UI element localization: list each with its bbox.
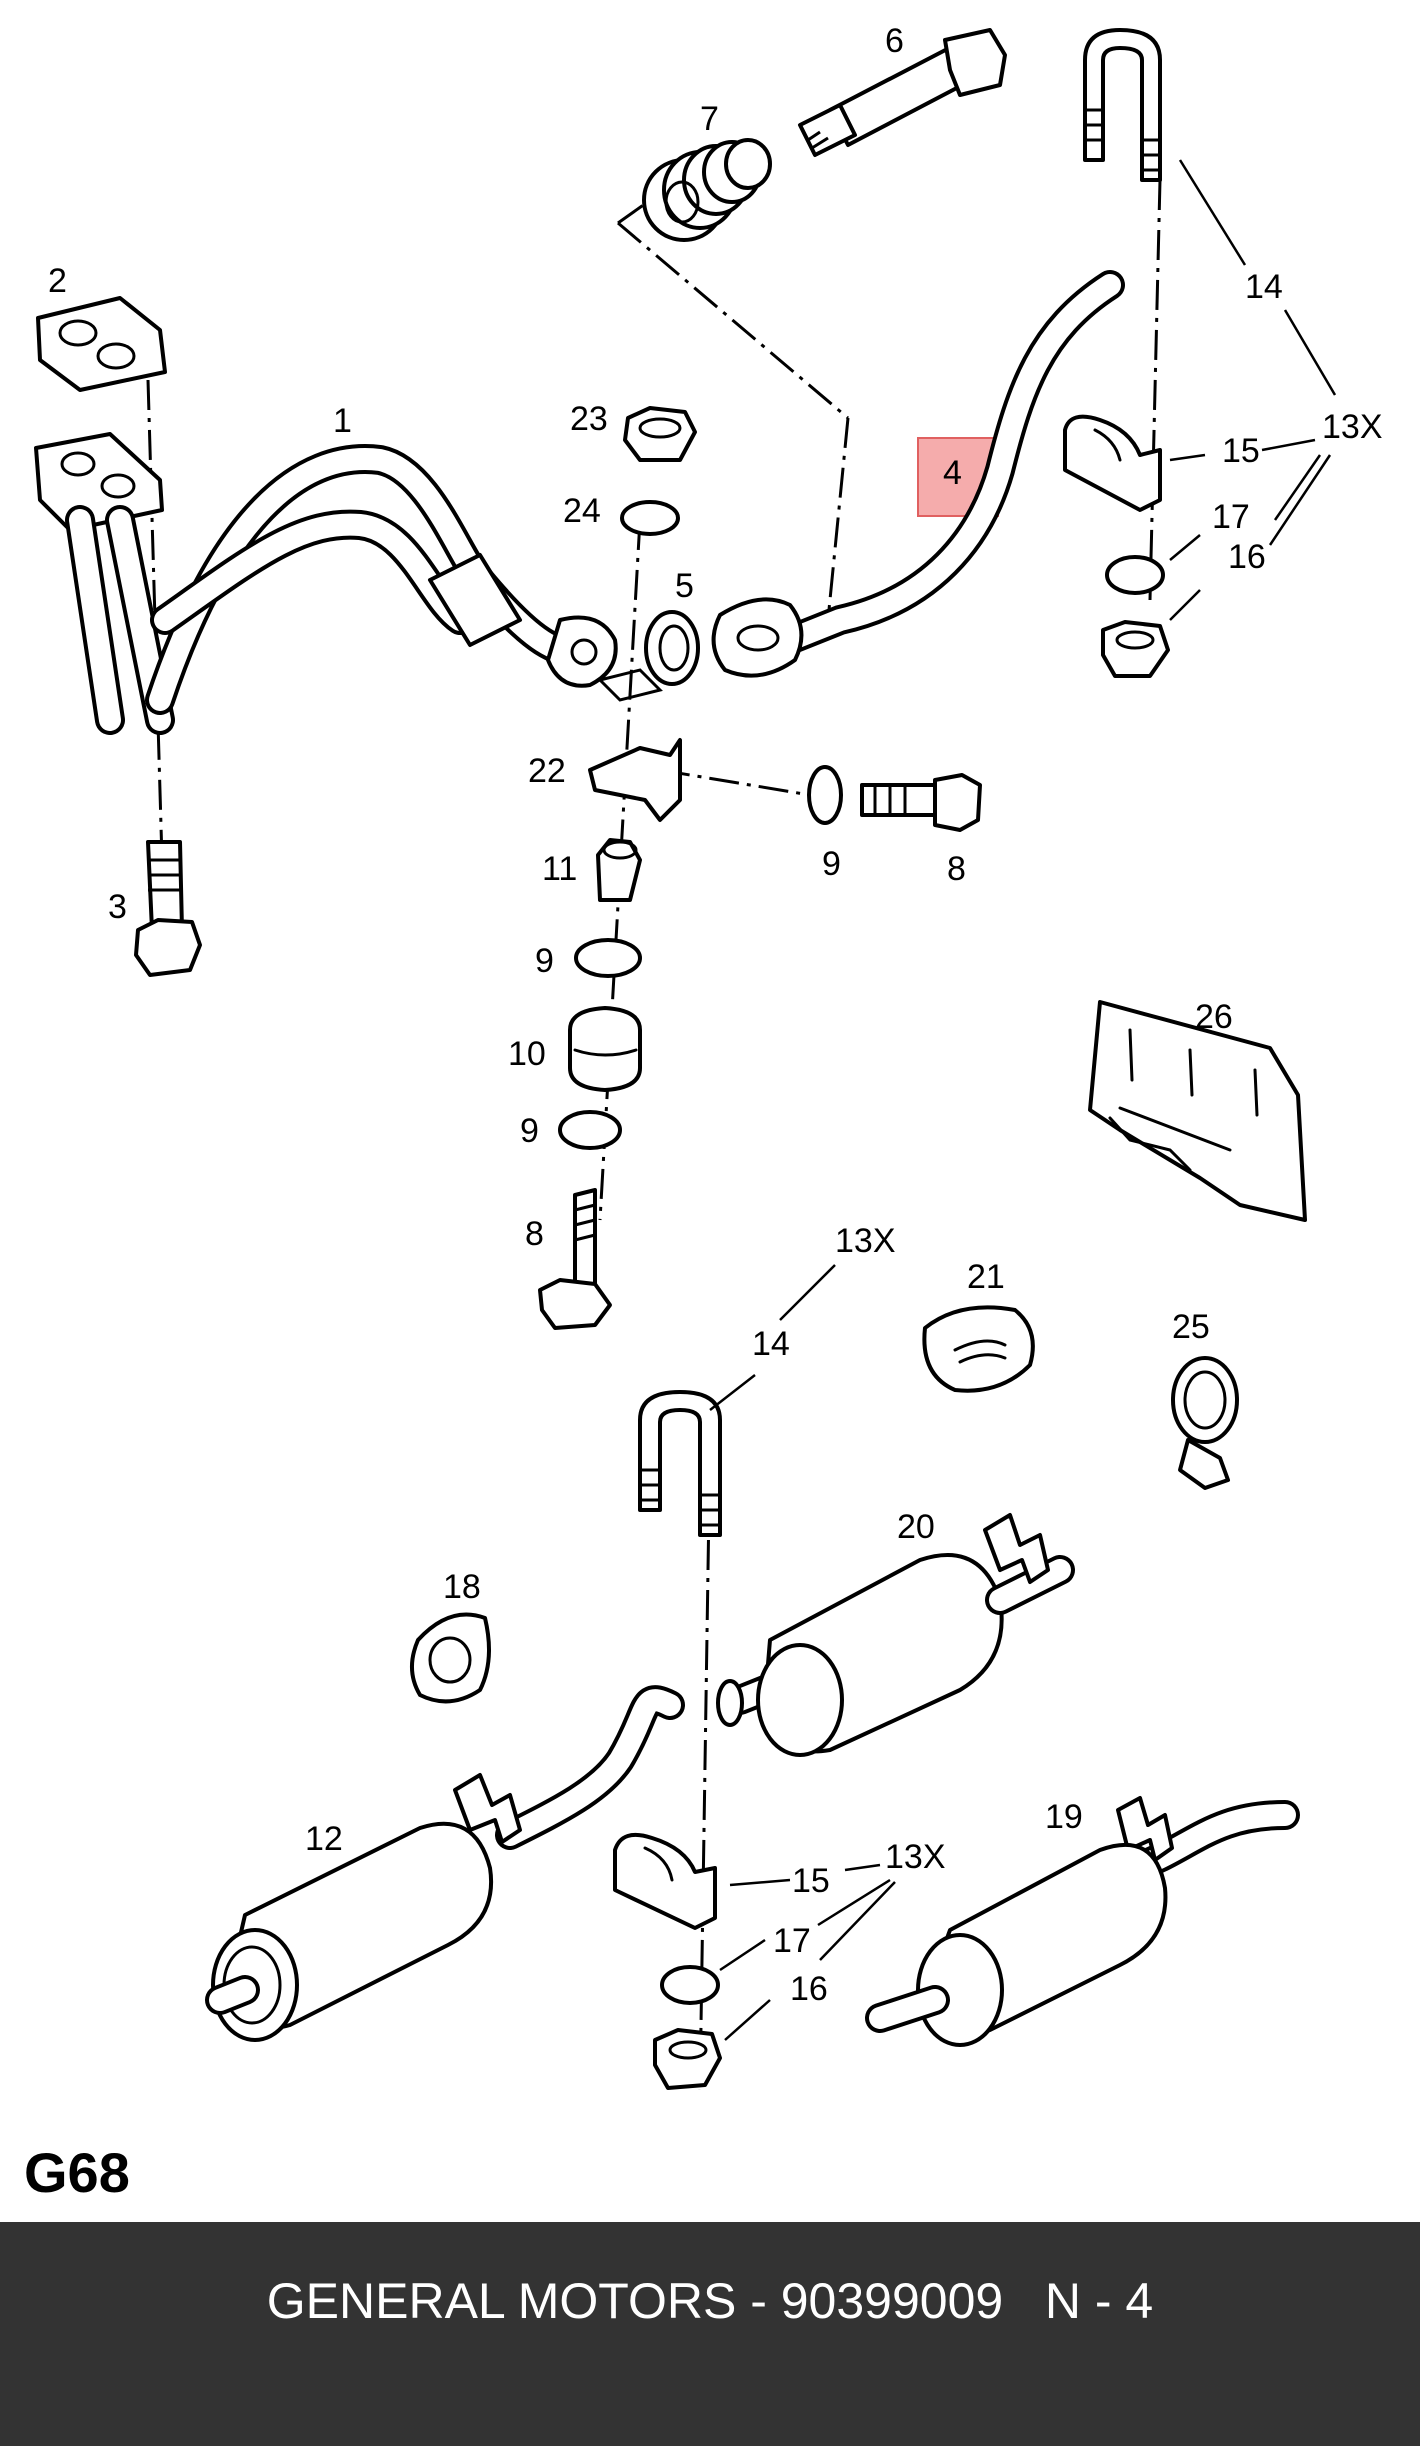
- part-19-rear-silencer: [865, 1796, 1300, 2047]
- callout-6: 6: [885, 22, 904, 60]
- callout-16-bottom: 16: [790, 1970, 828, 2008]
- part-16-nut-bottom: [653, 2028, 722, 2090]
- callout-4: 4: [943, 454, 962, 492]
- callout-21: 21: [967, 1258, 1005, 1296]
- callout-15-bottom: 15: [792, 1862, 830, 1900]
- part-20-centre-silencer: [716, 1513, 1075, 1757]
- leader-lines: [709, 159, 1337, 2041]
- exhaust-system-diagram: 1 2 3 4 5 6 7 8 8 9 9 9 10 11 12 13X 13X…: [34, 22, 1383, 2091]
- part-10-rubber-mount: [568, 1006, 642, 1092]
- part-2-gasket: [36, 296, 167, 392]
- callout-11: 11: [542, 850, 577, 888]
- callout-15-top: 15: [1222, 432, 1260, 470]
- part-9-washer-upper: [574, 938, 642, 978]
- callout-25: 25: [1172, 1308, 1210, 1346]
- callout-12: 12: [305, 1820, 343, 1858]
- footer-part-number: GENERAL MOTORS - 90399009 N - 4: [266, 2273, 1154, 2329]
- callout-9-lower: 9: [520, 1112, 539, 1150]
- diagram-code: G68: [24, 2141, 130, 2204]
- part-17-washer-bottom: [660, 1965, 720, 2005]
- part-15-clamp-bottom: [613, 1833, 717, 1930]
- part-25-clamp-ring: [1171, 1356, 1239, 1490]
- part-8-bolt-lower: [538, 1188, 612, 1330]
- callout-3: 3: [108, 888, 127, 926]
- footer-bar: GENERAL MOTORS - 90399009 N - 4: [0, 2222, 1420, 2446]
- callout-13x-middle: 13X: [835, 1222, 896, 1260]
- part-14-u-bolt-bottom: [638, 1390, 722, 1537]
- callout-22: 22: [528, 752, 566, 790]
- callout-26: 26: [1195, 998, 1233, 1036]
- part-7-spring: [642, 138, 772, 242]
- part-26-heat-shield: [1088, 1000, 1307, 1222]
- callout-17-bottom: 17: [773, 1922, 811, 1960]
- part-9-washer-lower: [558, 1110, 622, 1150]
- part-16-nut-top: [1101, 620, 1170, 678]
- callout-19: 19: [1045, 1798, 1083, 1836]
- part-4-intermediate-pipe: [711, 270, 1125, 678]
- callout-13x-top: 13X: [1322, 408, 1383, 446]
- callout-7: 7: [700, 100, 719, 138]
- callout-2: 2: [48, 262, 67, 300]
- part-1-front-pipe: [34, 432, 618, 735]
- part-11-spacer: [596, 838, 642, 902]
- callout-14-bottom: 14: [752, 1325, 790, 1363]
- part-22-bracket: [588, 668, 682, 822]
- callout-23: 23: [570, 400, 608, 438]
- callout-9-side: 9: [822, 845, 841, 883]
- part-14-u-bolt-top: [1083, 28, 1162, 182]
- part-9-washer-side: [807, 765, 843, 825]
- callout-14-top: 14: [1245, 268, 1283, 306]
- callout-5: 5: [675, 567, 694, 605]
- callout-8-lower: 8: [525, 1215, 544, 1253]
- callout-10: 10: [508, 1035, 546, 1073]
- callout-24: 24: [563, 492, 601, 530]
- callout-18: 18: [443, 1568, 481, 1606]
- callout-labels: 1 2 3 4 5 6 7 8 8 9 9 9 10 11 12 13X 13X…: [48, 22, 1383, 2008]
- part-3-bolt: [134, 840, 202, 977]
- callout-16-top: 16: [1228, 538, 1266, 576]
- part-21-rubber-ring: [922, 1305, 1035, 1393]
- part-23-nut: [623, 406, 697, 462]
- callout-1: 1: [333, 402, 352, 440]
- part-12-front-silencer: [205, 1685, 685, 2042]
- part-6-bolt: [798, 28, 1007, 157]
- callout-9-upper: 9: [535, 942, 554, 980]
- callout-20: 20: [897, 1508, 935, 1546]
- part-5-ring-seal: [644, 610, 700, 686]
- part-24-washer: [620, 500, 680, 536]
- callout-8-side: 8: [947, 850, 966, 888]
- part-15-clamp-top: [1063, 414, 1162, 512]
- part-18-gasket: [410, 1612, 491, 1704]
- part-17-washer-top: [1105, 555, 1165, 595]
- part-8-bolt-side: [860, 773, 982, 832]
- callout-17-top: 17: [1212, 498, 1250, 536]
- callout-13x-bottom: 13X: [885, 1838, 946, 1876]
